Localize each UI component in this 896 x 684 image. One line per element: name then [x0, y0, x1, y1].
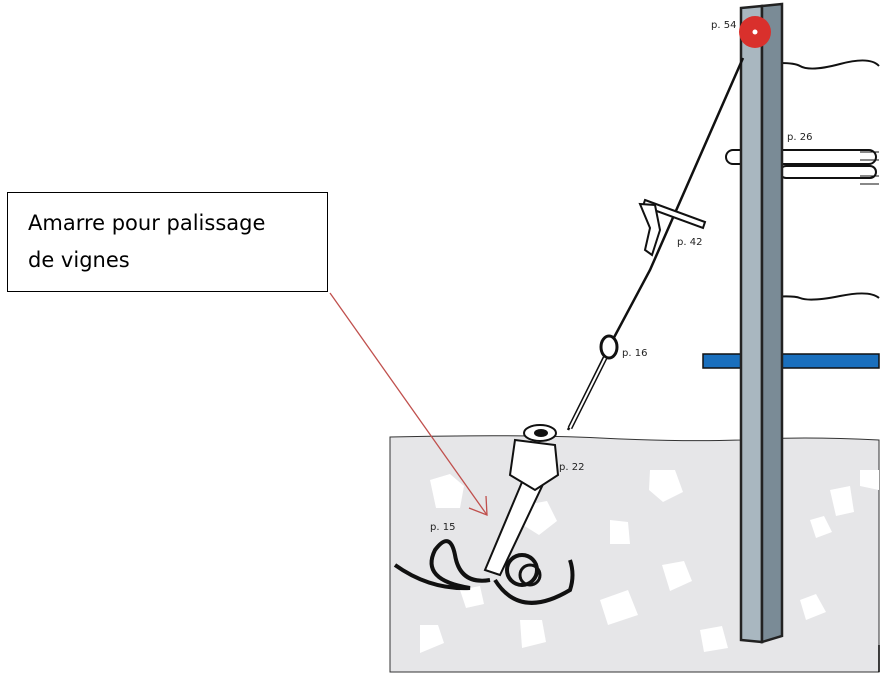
stones: [420, 470, 879, 653]
label-insulator: p. 54: [711, 20, 736, 31]
post: [739, 2, 784, 644]
label-offset-bracket: p. 26: [787, 132, 812, 143]
ground-anchor: [393, 424, 575, 605]
label-anchor: p. 15: [430, 522, 455, 533]
insulator-hole: [752, 29, 758, 35]
label-tensioner: p. 42: [677, 237, 702, 248]
callout-arrowhead: [468, 495, 488, 516]
label-eye: p. 16: [622, 348, 647, 359]
ground: [389, 435, 880, 673]
label-anchor-head: p. 22: [559, 462, 584, 473]
eye-bolt: [599, 334, 619, 360]
tensioner: [638, 198, 707, 257]
callout-line-2: de vignes: [28, 248, 130, 272]
callout-box: Amarre pour palissage de vignes: [7, 192, 328, 292]
callout-line-1: Amarre pour palissage: [28, 211, 266, 235]
blue-bar: [702, 353, 880, 369]
callout-arrow: [329, 292, 488, 516]
